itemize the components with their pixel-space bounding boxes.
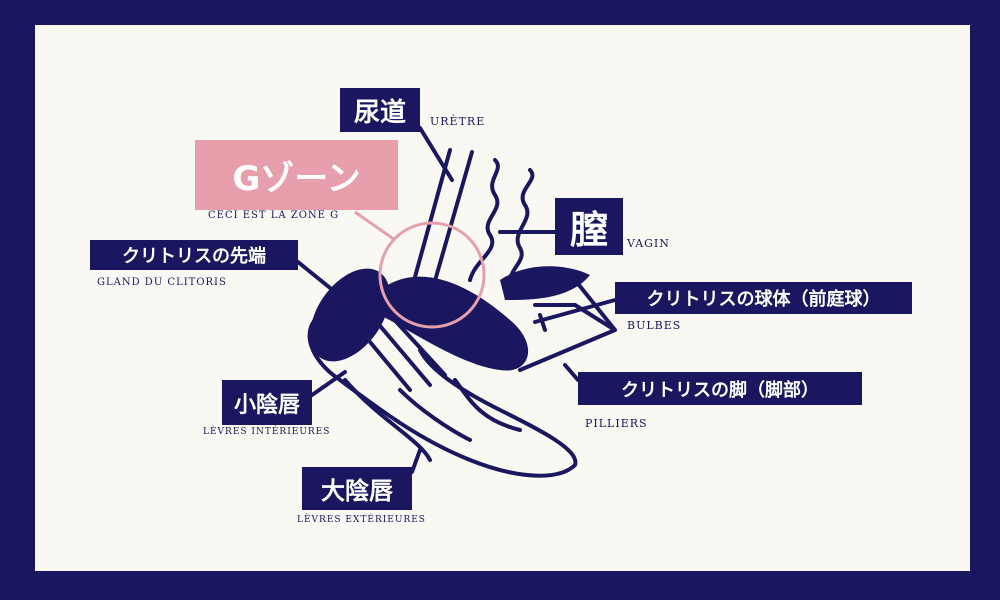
label-petites-levres: 小陰唇 — [222, 380, 312, 425]
label-uretre: 尿道 — [340, 88, 420, 132]
label-petites-levres-fr: LÈVRES INTÉRIEURES — [203, 427, 331, 437]
label-grandes-levres: 大陰唇 — [302, 467, 412, 510]
label-bulbes-fr: BULBES — [627, 319, 682, 332]
g-zone-circle — [378, 221, 486, 329]
label-bulbes: クリトリスの球体（前庭球） — [615, 282, 912, 314]
label-pilliers-fr: PILLIERS — [585, 417, 648, 430]
label-g-zone: Gゾーン — [195, 140, 398, 210]
anatomy-illustration — [296, 126, 617, 478]
label-gland-fr: GLAND DU CLITORIS — [97, 277, 227, 288]
outer-labia-shape — [307, 313, 578, 478]
label-uretre-fr: URÈTRE — [430, 115, 486, 128]
label-vagin-fr: VAGIN — [627, 237, 670, 250]
label-grandes-levres-fr: LÈVRES EXTÉRIEURES — [297, 515, 426, 525]
label-g-zone-fr: CECI EST LA ZONE G — [208, 210, 340, 221]
label-pilliers: クリトリスの脚（脚部） — [578, 372, 862, 405]
corner-decoration — [895, 545, 970, 571]
label-vagin: 膣 — [555, 198, 623, 255]
label-gland: クリトリスの先端 — [90, 240, 298, 270]
